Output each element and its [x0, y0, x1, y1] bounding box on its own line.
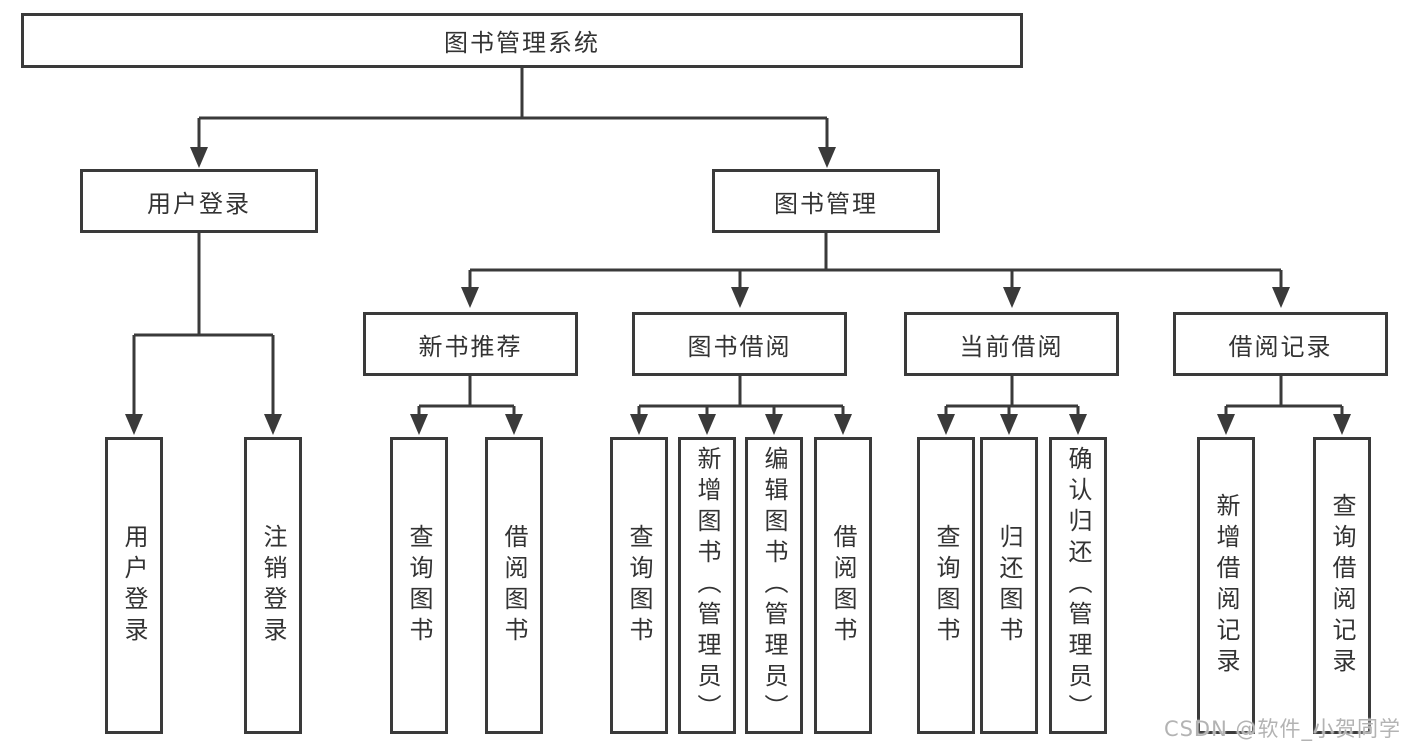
node-label: 借阅图书: [500, 523, 528, 648]
node-label: 当前借阅: [959, 332, 1064, 361]
node-label: 注销登录: [259, 523, 287, 648]
connector-user-login: [125, 233, 282, 435]
node-label: 查询图书: [405, 523, 433, 648]
arrow-down-icon: [1000, 414, 1018, 435]
arrow-down-icon: [1333, 414, 1351, 435]
arrow-down-icon: [505, 414, 523, 435]
node-new-book-recommend: 新书推荐: [363, 312, 578, 376]
arrow-down-icon: [1003, 287, 1021, 308]
leaf-return-book: 归还图书: [980, 437, 1038, 734]
node-label: 用户登录: [120, 523, 148, 648]
leaf-query-books-recommend: 查询图书: [390, 437, 448, 734]
arrow-down-icon: [1272, 287, 1290, 308]
node-library-system: 图书管理系统: [21, 13, 1023, 68]
arrow-down-icon: [1217, 414, 1235, 435]
node-label: 借阅记录: [1228, 332, 1333, 361]
connector-current-borrow: [937, 376, 1087, 435]
node-label: 查询借阅记录: [1328, 492, 1356, 679]
arrow-down-icon: [937, 414, 955, 435]
leaf-query-books-borrow: 查询图书: [610, 437, 668, 734]
arrow-down-icon: [190, 147, 208, 168]
connector-book-borrow: [630, 376, 852, 435]
node-book-borrow: 图书借阅: [632, 312, 847, 376]
arrow-down-icon: [125, 414, 143, 435]
arrow-down-icon: [410, 414, 428, 435]
node-label: 用户登录: [147, 189, 251, 218]
leaf-borrow-books-borrow: 借阅图书: [814, 437, 872, 734]
connector-borrow-records: [1217, 376, 1351, 435]
leaf-add-book-admin: 新增图书（管理员）: [678, 437, 736, 734]
connector-new-book-recommend: [410, 376, 523, 435]
node-label: 确认归还（管理员）: [1064, 446, 1092, 725]
arrow-down-icon: [731, 287, 749, 308]
arrow-down-icon: [1069, 414, 1087, 435]
watermark: CSDN @软件_小贺同学: [1163, 717, 1401, 741]
node-label: 图书借阅: [687, 332, 792, 361]
connector-book-management: [461, 233, 1290, 308]
node-label: 编辑图书（管理员）: [760, 446, 788, 725]
leaf-logout-login: 注销登录: [244, 437, 302, 734]
leaf-edit-book-admin: 编辑图书（管理员）: [745, 437, 803, 734]
node-label: 查询图书: [932, 523, 960, 648]
arrow-down-icon: [630, 414, 648, 435]
arrow-down-icon: [818, 147, 836, 168]
leaf-borrow-books-recommend: 借阅图书: [485, 437, 543, 734]
node-label: 借阅图书: [829, 523, 857, 648]
leaf-add-borrow-record: 新增借阅记录: [1197, 437, 1255, 734]
arrow-down-icon: [264, 414, 282, 435]
node-label: 新书推荐: [418, 332, 523, 361]
node-borrow-records: 借阅记录: [1173, 312, 1388, 376]
connector-root: [190, 68, 836, 168]
leaf-query-books-current: 查询图书: [917, 437, 975, 734]
node-label: 新增借阅记录: [1212, 492, 1240, 679]
node-current-borrow: 当前借阅: [904, 312, 1119, 376]
node-user-login: 用户登录: [80, 169, 318, 233]
node-label: 新增图书（管理员）: [693, 446, 721, 725]
arrow-down-icon: [461, 287, 479, 308]
leaf-confirm-return-admin: 确认归还（管理员）: [1049, 437, 1107, 734]
leaf-query-borrow-record: 查询借阅记录: [1313, 437, 1371, 734]
node-label: 图书管理: [774, 189, 878, 218]
node-label: 图书管理系统: [444, 29, 600, 57]
leaf-user-login: 用户登录: [105, 437, 163, 734]
node-label: 查询图书: [625, 523, 653, 648]
arrow-down-icon: [834, 414, 852, 435]
arrow-down-icon: [698, 414, 716, 435]
arrow-down-icon: [765, 414, 783, 435]
node-book-management: 图书管理: [712, 169, 940, 233]
node-label: 归还图书: [995, 523, 1023, 648]
